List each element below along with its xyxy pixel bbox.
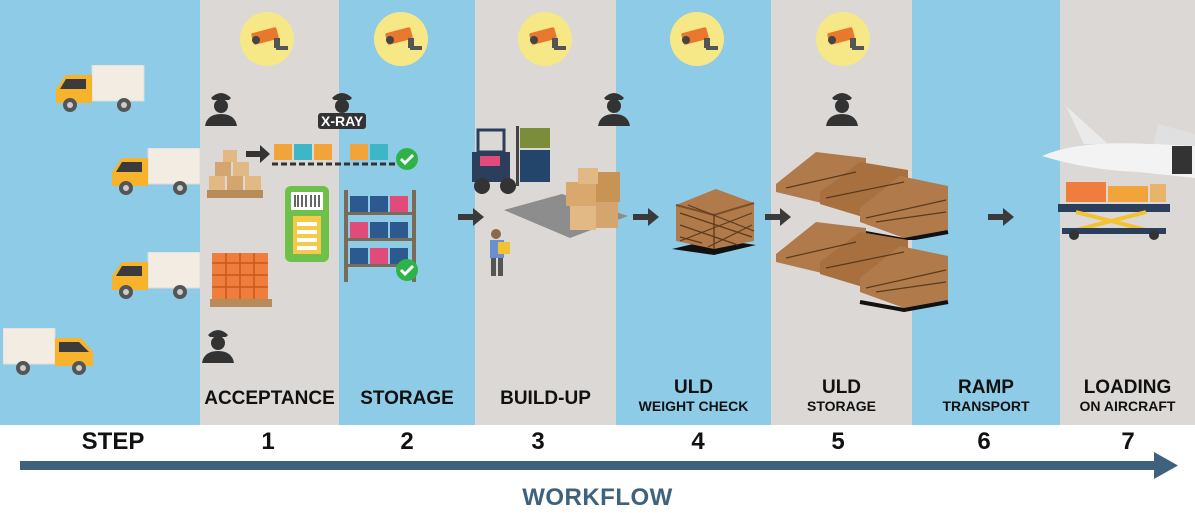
stage-3: BUILD-UP (475, 0, 616, 425)
stage-subtitle: STORAGE (807, 398, 876, 414)
stage-subtitle: TRANSPORT (942, 398, 1030, 414)
security-guard-icon (205, 93, 237, 126)
stage-title: LOADING (1083, 377, 1172, 398)
stage-7: LOADING ON AIRCRAFT (1060, 0, 1195, 425)
workflow-arrow (20, 452, 1178, 479)
security-camera-icon (518, 12, 572, 66)
arrow-icon (246, 145, 270, 163)
stage-subtitle: WEIGHT CHECK (638, 398, 749, 414)
xray-conveyor-icon (272, 144, 402, 166)
truck-icon (112, 252, 201, 299)
security-camera-icon (240, 12, 294, 66)
step-number: 4 (691, 428, 705, 455)
stage-4: ULD WEIGHT CHECK (616, 0, 771, 425)
security-guard-icon (598, 93, 630, 126)
arrow-icon (633, 208, 659, 226)
worker-icon (490, 229, 510, 276)
step-number: 1 (261, 428, 275, 455)
security-camera-icon (816, 12, 870, 66)
arrow-icon (458, 208, 484, 226)
stage-2: STORAGE (339, 0, 475, 425)
cargo-pallet-icon (207, 150, 263, 198)
check-icon (396, 148, 418, 170)
truck-icon (112, 148, 201, 195)
security-camera-icon (374, 12, 428, 66)
stage-title: ULD (821, 377, 862, 398)
aircraft-icon (1042, 106, 1195, 178)
stage-title: STORAGE (360, 388, 454, 409)
wrapped-pallet-icon (210, 253, 272, 307)
uld-storage-icon (776, 222, 949, 312)
stage-title: ULD (673, 377, 714, 398)
security-guard-icon (202, 330, 234, 363)
stage-6: RAMP TRANSPORT (912, 0, 1060, 425)
security-guard-icon (826, 93, 858, 126)
stage-subtitle: ON AIRCRAFT (1079, 398, 1176, 414)
uld-icon (672, 189, 756, 255)
xray-label: X-RAY (318, 113, 367, 129)
step-number: 5 (831, 428, 845, 455)
check-icon (396, 259, 418, 281)
loader-vehicle-icon (1058, 182, 1170, 240)
step-number: 3 (531, 428, 545, 455)
stage-5: ULD STORAGE (771, 0, 912, 425)
step-number: 7 (1121, 428, 1135, 455)
stage-title: RAMP (958, 377, 1014, 398)
forklift-icon (472, 126, 550, 194)
step-header: STEP (81, 428, 145, 455)
build-up-platform-icon (504, 168, 628, 238)
workflow-label: WORKFLOW (522, 484, 673, 511)
storage-rack-icon (344, 190, 416, 282)
stage-title: ACCEPTANCE (204, 388, 335, 409)
stage-title: BUILD-UP (500, 388, 591, 409)
stage-1: ACCEPTANCE (200, 0, 339, 425)
security-camera-icon (670, 12, 724, 66)
clipboard-icon (285, 186, 329, 262)
step-number: 2 (400, 428, 414, 455)
step-number: 6 (977, 428, 991, 455)
truck-icon (56, 65, 145, 112)
arrow-icon (765, 208, 791, 226)
truck-icon (3, 328, 93, 375)
arrow-icon (988, 208, 1014, 226)
